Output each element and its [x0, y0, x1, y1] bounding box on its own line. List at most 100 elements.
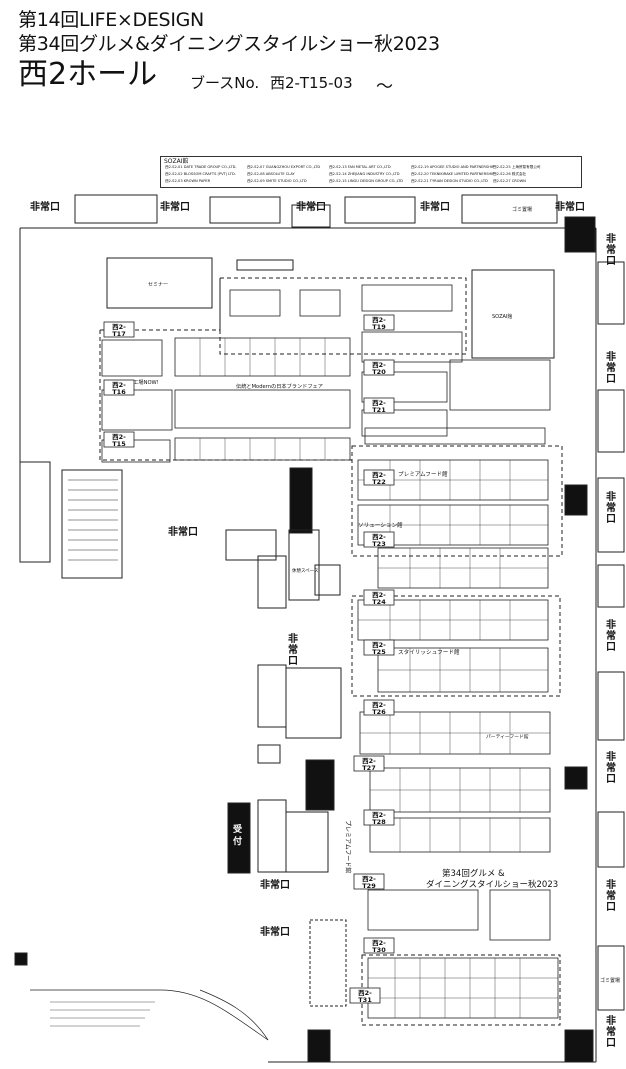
east-room-1: [597, 261, 625, 325]
emergency-exit-label: 非常口: [168, 525, 198, 538]
stylish-food-label: スタイリッシュフード館: [398, 648, 460, 656]
legend-entry: 西2-S2-26 株式会社: [493, 172, 527, 176]
emergency-exit-label: 非常口: [260, 925, 290, 938]
aisle-marker-t19: 西2-T19: [363, 314, 395, 331]
gourmet-logo-2: ダイニングスタイルショー秋2023: [426, 879, 558, 890]
aisle-code: T27: [362, 764, 375, 772]
small-box-1: [236, 259, 294, 271]
emergency-exit-char: 口: [606, 256, 616, 267]
aisle-prefix: 西2-: [372, 471, 386, 479]
emergency-exit-char: 常: [606, 501, 616, 514]
aisle-prefix: 西2-: [372, 939, 386, 947]
aisle-prefix: 西2-: [112, 381, 126, 389]
aisle-prefix: 西2-: [372, 591, 386, 599]
booth-block-y: [367, 957, 559, 1019]
aisle-prefix: 西2-: [372, 641, 386, 649]
sozai-label: SOZAI館: [492, 313, 512, 320]
emergency-exit-char: 口: [606, 1038, 616, 1049]
aisle-code: T31: [358, 996, 372, 1004]
booth-block-n: [364, 427, 546, 445]
booth-label: ブースNo.: [190, 74, 260, 92]
emergency-exit-char: 常: [606, 361, 616, 374]
legend-entry: 西2-S2-01 DATE TRADE GROUP CO.,LTD.: [165, 165, 237, 169]
emergency-exit-label: 非常口: [160, 200, 190, 213]
gomi-label-2: ゴミ置場: [600, 977, 620, 984]
party-food-label: パーティーフード館: [486, 733, 529, 740]
show-title-2: 第34回グルメ&ダイニングスタイルショー秋2023: [18, 33, 440, 55]
emergency-exit-char: 非: [606, 618, 616, 631]
aisle-code: T28: [372, 818, 386, 826]
aisle-marker-t28: 西2-T28: [363, 809, 395, 826]
emergency-exit-label: 非常口: [260, 878, 290, 891]
emergency-exit-char: 常: [606, 1025, 616, 1038]
aisle-prefix: 西2-: [372, 361, 386, 369]
toilet-room-3: [225, 529, 277, 561]
seminar-label: セミナー: [148, 282, 168, 288]
emergency-exit-char: 口: [288, 656, 298, 667]
emergency-exit-char: 非: [288, 632, 298, 645]
aisle-marker-t31: 西2-T31: [349, 987, 381, 1004]
north-room-2: [461, 194, 558, 224]
booth-block-k: [361, 371, 448, 403]
sozai-legend: SOZAI館 西2-S2-01 DATE TRADE GROUP CO.,LTD…: [160, 156, 582, 188]
aisle-code: T29: [362, 882, 376, 890]
legend-entry: 西2-S2-21 TYRIAN DESIGN STUDIO CO.,LTD: [411, 179, 488, 183]
aisle-code: T23: [372, 540, 385, 548]
seminar-room: [106, 257, 213, 309]
booth-block-h: [299, 289, 341, 317]
aisle-marker-t16: 西2-T16: [103, 379, 135, 396]
premium-food-vertical: プレミアムフード館: [344, 820, 352, 873]
emergency-exit-char: 非: [606, 350, 616, 363]
emergency-exit-label: 非常口: [420, 200, 450, 213]
machikoba-label: 町工場NOW!: [128, 378, 159, 386]
aisle-marker-t17: 西2-T17: [103, 321, 135, 338]
aisle-marker-t26: 西2-T26: [363, 699, 395, 716]
east-room-4: [597, 564, 625, 608]
booth-block-e: [101, 389, 173, 431]
emergency-exit-char: 口: [606, 514, 616, 525]
aisle-code: T15: [112, 440, 126, 448]
aisle-prefix: 西2-: [112, 323, 126, 331]
legend-entry: 西2-S2-09 SMITE STUDIO CO.,LTD: [247, 179, 307, 183]
emergency-exit-char: 口: [606, 774, 616, 785]
booth-info: ブースNo. 西2-T15-03: [190, 72, 353, 93]
west-stair: [61, 469, 123, 579]
booth-block-a: [174, 337, 351, 377]
aisle-code: T17: [112, 330, 125, 338]
aisle-code: T19: [372, 323, 386, 331]
aisle-marker-t15: 西2-T15: [103, 431, 135, 448]
aisle-marker-t21: 西2-T21: [363, 397, 395, 414]
emergency-exit-char: 非: [606, 750, 616, 763]
legend-entry: 西2-S2-02 BLOSSOM CRAFTS (PVT) LTD.: [165, 172, 236, 176]
emergency-exit-char: 口: [606, 902, 616, 913]
emergency-exit-char: 常: [606, 889, 616, 902]
emergency-exit-char: 常: [606, 629, 616, 642]
legend-entry: 西2-S2-13 FAN METAL ART CO.,LTD: [329, 165, 391, 169]
emergency-exit-char: 常: [606, 761, 616, 774]
booth-block-x: [489, 889, 551, 941]
aisle-prefix: 西2-: [372, 533, 386, 541]
booth-block-w: [367, 889, 479, 931]
black-column-2: [305, 759, 335, 811]
aisle-prefix: 西2-: [362, 757, 376, 765]
aisle-prefix: 西2-: [372, 701, 386, 709]
zone-south: [361, 954, 561, 1026]
aisle-prefix: 西2-: [358, 989, 372, 997]
aisle-marker-t23: 西2-T23: [363, 531, 395, 548]
gourmet-logo-1: 第34回グルメ &: [442, 868, 505, 879]
emergency-exit-label: 非常口: [555, 200, 585, 213]
reception-char: 付: [233, 835, 242, 847]
aisle-prefix: 西2-: [372, 399, 386, 407]
aisle-marker-t30: 西2-T30: [363, 937, 395, 954]
legend-entry: 西2-S2-07 GUANGZHOU EXPORT CO.,LTD: [247, 165, 321, 169]
legend-entry: 西2-S2-15 LINGU DESIGN GROUP CO.,LTD: [329, 179, 404, 183]
east-room-2: [597, 389, 625, 453]
booth-block-b: [174, 389, 351, 429]
aisle-marker-t27: 西2-T27: [353, 755, 385, 772]
aisle-prefix: 西2-: [372, 316, 386, 324]
legend-title: SOZAI館: [164, 158, 189, 165]
show-title-1: 第14回LIFE×DESIGN: [18, 9, 204, 31]
reg-desk: [285, 811, 329, 873]
booth-block-j: [361, 331, 463, 363]
zone-premium: [351, 445, 563, 557]
